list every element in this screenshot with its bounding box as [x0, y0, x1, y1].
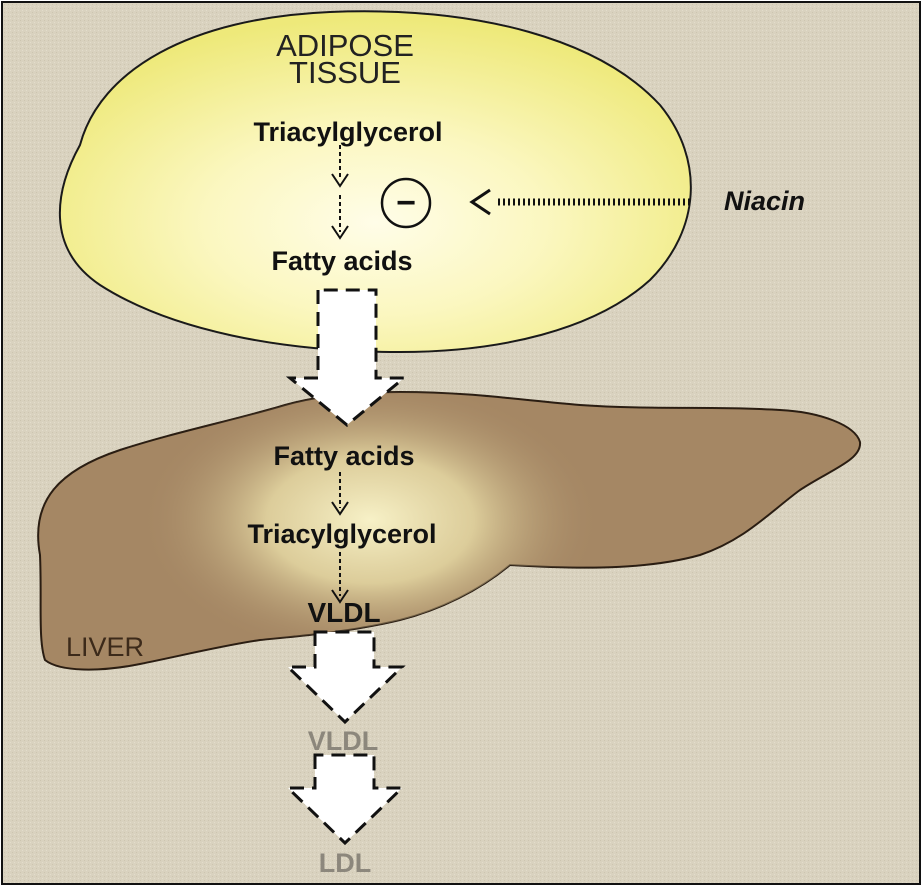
- liver-triacylglycerol-label: Triacylglycerol: [247, 519, 436, 549]
- adipose-fatty-acids-label: Fatty acids: [271, 246, 412, 276]
- plasma-ldl-label: LDL: [319, 848, 371, 878]
- plasma-vldl-label: VLDL: [308, 726, 379, 756]
- adipose-title-line2: TISSUE: [289, 55, 401, 90]
- inhibition-minus-symbol: −: [396, 184, 416, 222]
- liver-label: LIVER: [66, 632, 144, 662]
- liver-vldl-label: VLDL: [307, 597, 380, 628]
- drug-label-niacin: Niacin: [724, 186, 805, 216]
- adipose-triacylglycerol-label: Triacylglycerol: [253, 117, 442, 147]
- liver-fatty-acids-label: Fatty acids: [273, 441, 414, 471]
